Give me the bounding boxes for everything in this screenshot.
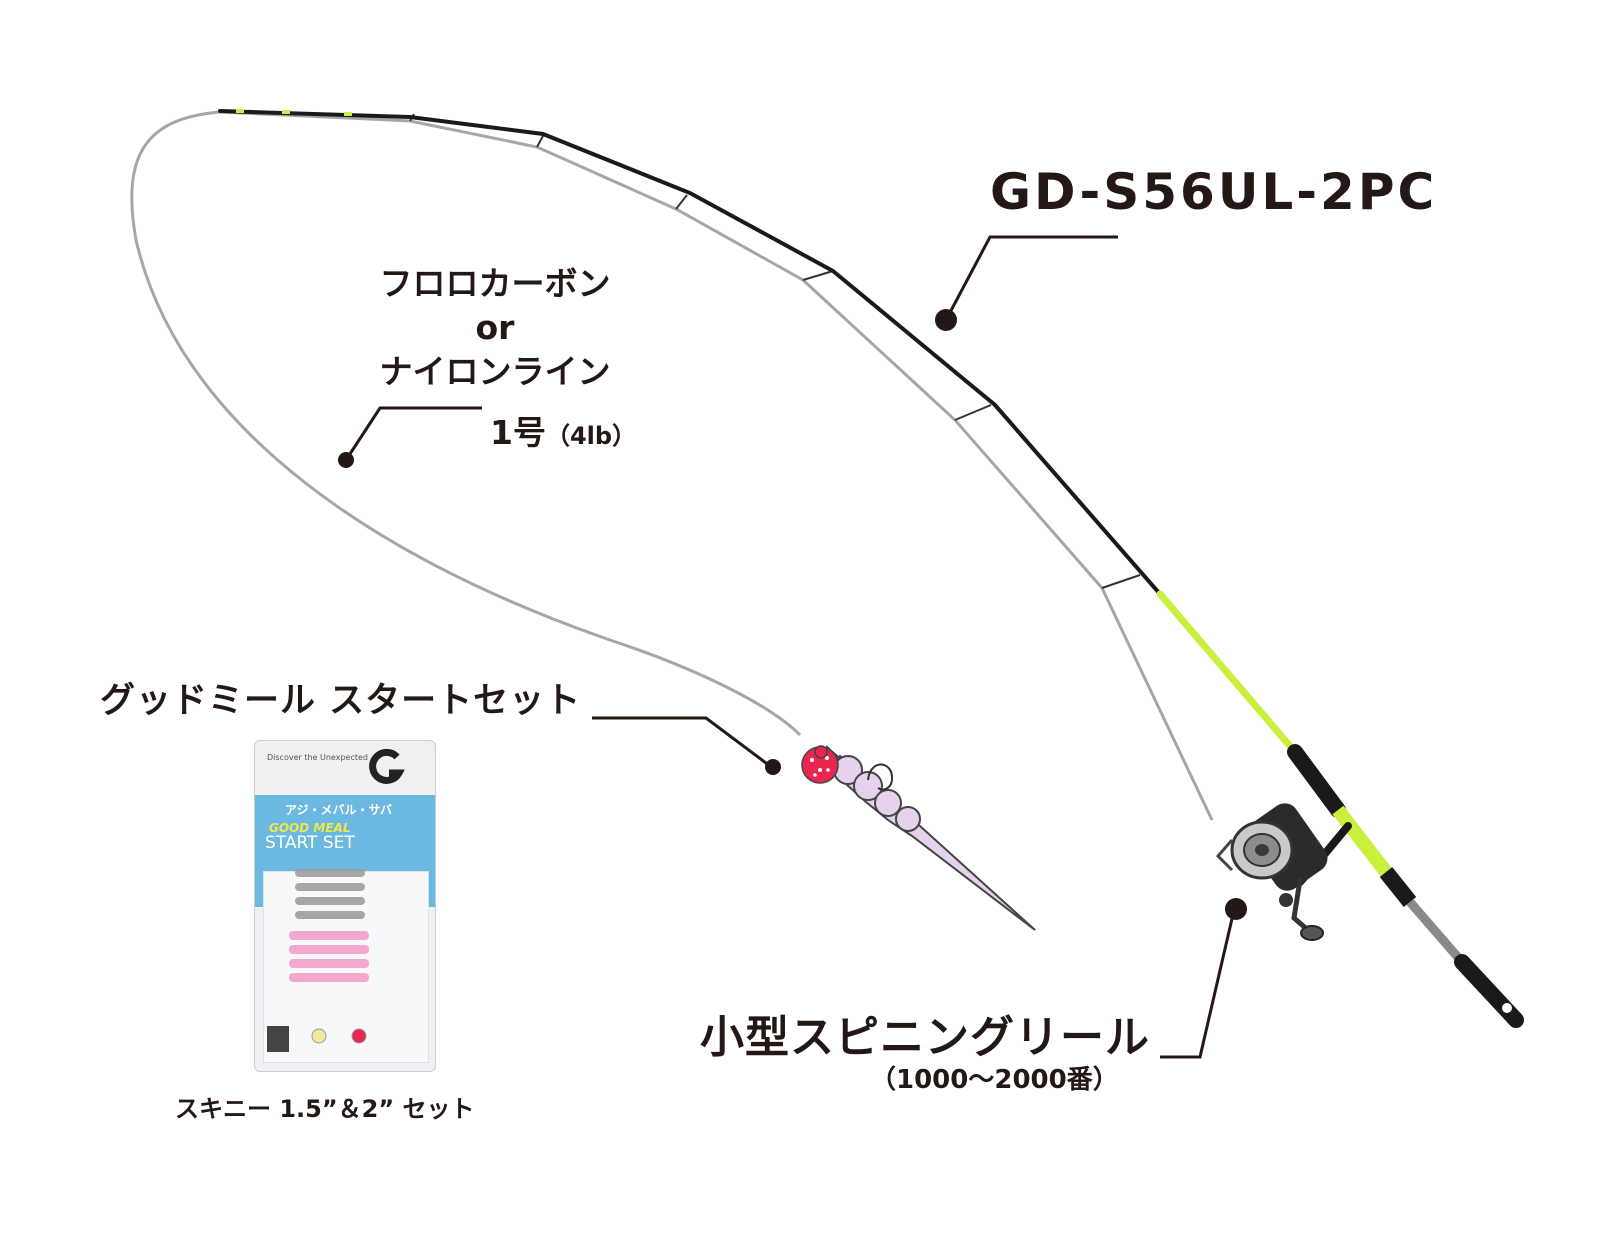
package-species: アジ・メバル・サバ	[285, 803, 393, 817]
line-material-line3: ナイロンライン	[379, 352, 611, 391]
rod-guides	[409, 113, 1141, 589]
package-badge-icon	[267, 1026, 289, 1052]
red-jighead-icon	[351, 1028, 367, 1044]
brand-logo-icon	[369, 748, 405, 784]
rod-model-label: GD-S56UL-2PC	[990, 163, 1438, 221]
reel-size-label: （1000～2000番）	[870, 1065, 1119, 1095]
reel-leader	[1160, 898, 1247, 1059]
fishing-line	[130, 110, 1214, 821]
yellow-jighead-icon	[311, 1028, 327, 1044]
rod-butt-accent	[1156, 590, 1299, 756]
spinning-reel-icon	[1215, 803, 1352, 941]
line-size-sub: （4lb）	[545, 422, 637, 450]
rod-tip-markers	[236, 109, 352, 116]
package-product: START SET	[265, 833, 355, 853]
line-material-line2: or	[475, 308, 515, 347]
line-leader	[338, 406, 482, 468]
rod-grip	[1287, 744, 1346, 818]
lure-caption: スキニー 1.5”＆2” セット	[175, 1095, 475, 1123]
rod-reel-seat-nut	[1379, 867, 1417, 907]
line-material-label: フロロカーボン or ナイロンライン	[360, 262, 630, 394]
lure-name-label: グッドミール スタートセット	[100, 681, 582, 721]
line-size: 1号	[490, 413, 546, 452]
package-tagline: Discover the Unexpected	[267, 753, 368, 762]
rod-reel-seat	[1332, 805, 1392, 877]
reel-label: 小型スピニングリール	[700, 1012, 1150, 1063]
rod-leader	[935, 235, 1118, 331]
lure-package-image: Discover the Unexpected アジ・メバル・サバ GOOD M…	[254, 740, 436, 1072]
jig-lure-icon	[801, 745, 1036, 931]
line-material-line1: フロロカーボン	[379, 264, 611, 303]
lure-leader	[592, 716, 781, 775]
line-size-label: 1号（4lb）	[490, 416, 636, 449]
package-brand: GOOD MEAL	[269, 821, 351, 835]
rod-butt-shaft	[1406, 899, 1466, 965]
pink-worms-icon	[289, 931, 369, 982]
clear-worms-icon	[295, 869, 365, 919]
package-contents	[267, 869, 369, 1052]
rod-butt-logo-icon	[1502, 1003, 1512, 1013]
rod-blank	[218, 109, 1162, 596]
